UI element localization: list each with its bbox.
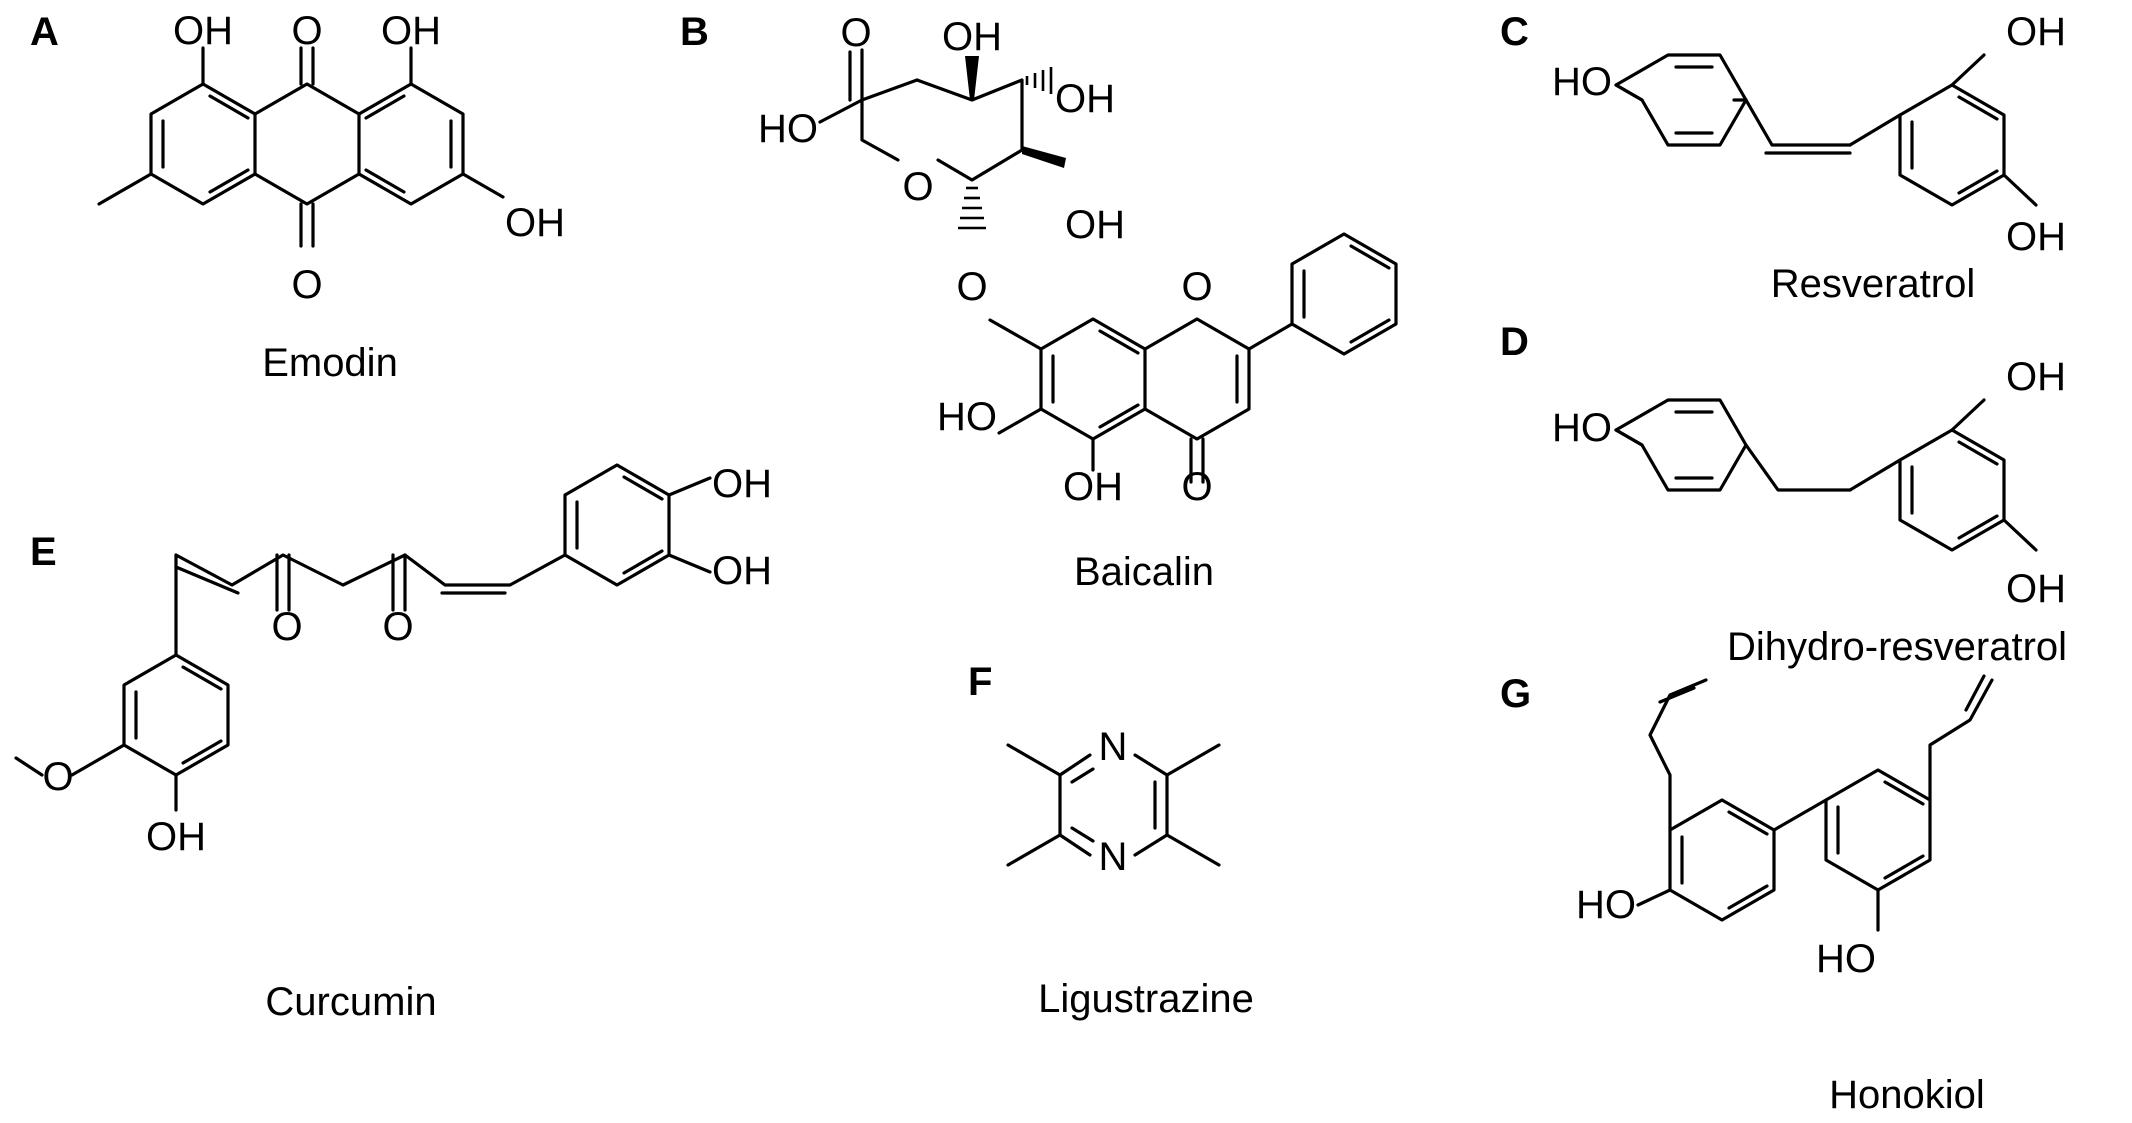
panel-a: A OH O OH OH O E <box>30 9 565 385</box>
panel-f-label: F <box>968 660 992 704</box>
atom-label: HO <box>1552 406 1612 450</box>
atom-label: O <box>956 265 987 309</box>
compound-name-curcumin: Curcumin <box>265 980 436 1024</box>
dihydro-resveratrol-structure: HO OH OH <box>1552 355 2066 611</box>
atom-label: OH <box>505 201 565 245</box>
panel-c: C HO OH OH Resveratrol <box>1500 10 2066 306</box>
atom-label: N <box>1099 835 1128 879</box>
atom-label: O <box>1181 465 1212 509</box>
atom-label: HO <box>758 107 818 151</box>
panel-c-label: C <box>1500 10 1529 54</box>
atom-label: O <box>840 11 871 55</box>
atom-label: OH <box>2006 215 2066 259</box>
ligustrazine-structure: N N <box>1006 725 1221 879</box>
atom-label: O <box>1181 265 1212 309</box>
atom-label: OH <box>2006 10 2066 54</box>
panel-g: G HO HO Honokiol <box>1500 672 1994 1117</box>
atom-label: OH <box>2006 567 2066 611</box>
atom-label: HO <box>1552 60 1612 104</box>
honokiol-structure: HO HO <box>1576 674 1994 981</box>
panel-a-label: A <box>30 10 59 54</box>
atom-label: O <box>291 9 322 53</box>
atom-label: OH <box>146 815 206 859</box>
atom-label: O <box>902 165 933 209</box>
atom-label: OH <box>1065 203 1125 247</box>
resveratrol-structure: HO OH OH <box>1552 10 2066 259</box>
atom-label: OH <box>1055 77 1115 121</box>
compound-name-resveratrol: Resveratrol <box>1771 262 1976 306</box>
atom-label: OH <box>712 549 772 593</box>
compound-name-honokiol: Honokiol <box>1829 1073 1985 1117</box>
atom-label: O <box>271 605 302 649</box>
atom-label: OH <box>712 462 772 506</box>
panel-b-label: B <box>680 10 709 54</box>
atom-label: OH <box>942 15 1002 59</box>
emodin-structure: OH O OH OH O <box>97 9 565 307</box>
atom-label: HO <box>937 395 997 439</box>
curcumin-structure: OH OH O O O OH <box>14 462 772 859</box>
panel-e-label: E <box>30 530 57 574</box>
baicalin-structure: O HO OH OH O OH O O HO OH O <box>758 11 1398 509</box>
compound-name-baicalin: Baicalin <box>1074 550 1214 594</box>
compound-name-ligustrazine: Ligustrazine <box>1038 977 1254 1021</box>
atom-label: HO <box>1576 883 1636 927</box>
panel-d-label: D <box>1500 320 1529 364</box>
atom-label: N <box>1099 725 1128 769</box>
panel-b: B <box>680 10 1398 594</box>
panel-f: F N N Ligustrazine <box>968 660 1254 1021</box>
panel-d: D HO OH OH Dihydro-resveratrol <box>1500 320 2067 669</box>
compound-name-dihydro-resveratrol: Dihydro-resveratrol <box>1727 625 2067 669</box>
panel-e: E OH OH O <box>14 462 772 1024</box>
atom-label: OH <box>381 9 441 53</box>
atom-label: O <box>382 605 413 649</box>
panel-g-label: G <box>1500 672 1531 716</box>
atom-label: OH <box>2006 355 2066 399</box>
atom-label: OH <box>1063 465 1123 509</box>
compound-name-emodin: Emodin <box>262 341 398 385</box>
atom-label: HO <box>1816 937 1876 981</box>
atom-label: OH <box>173 9 233 53</box>
atom-label: O <box>291 263 322 307</box>
atom-label: O <box>42 755 73 799</box>
